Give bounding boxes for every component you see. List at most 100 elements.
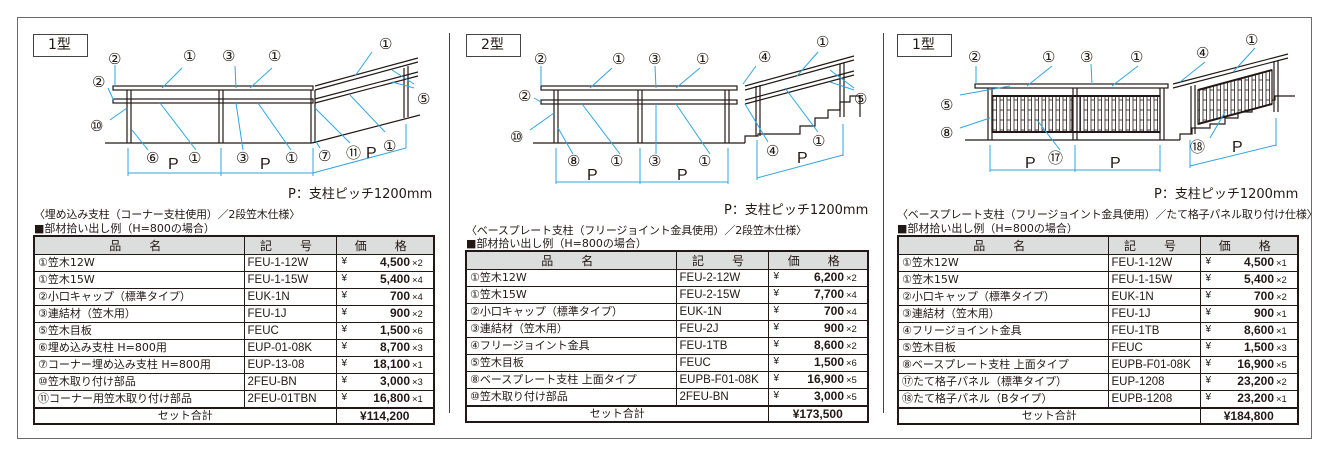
part-code: FEUC: [243, 322, 337, 340]
part-code: EUPB-F01-08K: [1107, 356, 1201, 374]
svg-text:P: P: [1025, 155, 1036, 172]
type-label: 1型: [33, 34, 88, 57]
price-amount: 16,800: [373, 391, 410, 405]
svg-text:⑥: ⑥: [146, 150, 159, 167]
part-price: ¥4,500×1: [1199, 254, 1299, 272]
svg-text:①: ①: [816, 34, 829, 51]
part-price: ¥3,000×3: [335, 373, 435, 391]
part-code: FEU-1-12W: [1107, 254, 1201, 272]
part-code: EUK-1N: [1107, 288, 1201, 306]
part-code: FEU-1-12W: [243, 254, 337, 272]
part-code: 2FEU-BN: [675, 388, 769, 407]
svg-text:③: ③: [648, 153, 661, 170]
svg-text:P: P: [168, 156, 179, 173]
part-name: ①笠木15W: [465, 286, 677, 304]
yen-symbol: ¥: [773, 305, 780, 316]
yen-symbol: ¥: [1205, 392, 1212, 403]
table-row: ②小口キャップ（標準タイプ）EUK-1N¥700×4: [465, 303, 869, 321]
yen-symbol: ¥: [341, 341, 348, 352]
svg-text:①: ①: [812, 133, 825, 150]
price-amount: 23,200: [1237, 391, 1274, 405]
svg-text:③: ③: [1080, 49, 1093, 66]
part-name: ⑱たて格子パネル（Bタイプ）: [897, 390, 1109, 409]
section-caption: 〈ベースプレート支柱（フリージョイント金具使用）／2段笠木仕様〉: [466, 224, 807, 237]
price-amount: 1,500: [1243, 340, 1274, 355]
price-amount: 4,500: [379, 255, 410, 270]
svg-text:⑤: ⑤: [854, 91, 867, 108]
part-code: FEUC: [675, 354, 769, 372]
total-value: ¥173,500: [767, 405, 869, 423]
part-price: ¥3,000×5: [767, 388, 869, 407]
pitch-note: P：支柱ピッチ1200mm: [1154, 187, 1299, 202]
svg-text:P: P: [677, 167, 688, 184]
part-name: ⑤笠木目板: [465, 354, 677, 372]
part-price: ¥900×1: [1199, 305, 1299, 323]
part-name: ⑪コーナー用笠木取り付け部品: [33, 390, 245, 409]
yen-symbol: ¥: [773, 288, 780, 299]
price-amount: 900: [389, 306, 410, 321]
part-name: ①笠木12W: [33, 254, 245, 272]
parts-list-subtitle: ■部材拾い出し例（H=800の場合）: [466, 237, 647, 250]
svg-text:②: ②: [968, 49, 981, 66]
quantity: ×4: [846, 290, 857, 301]
part-price: ¥700×4: [335, 288, 435, 306]
quantity: ×2: [1276, 292, 1287, 303]
price-amount: 4,500: [1243, 255, 1274, 270]
svg-text:②: ②: [534, 51, 547, 68]
table-header-row: 品 名 記 号 価 格: [897, 235, 1299, 255]
table-row: ③連結材（笠木用）FEU-2J¥900×2: [465, 320, 869, 338]
part-name: ①笠木12W: [465, 269, 677, 287]
part-name: ①笠木15W: [897, 271, 1109, 289]
table-row: ⑱たて格子パネル（Bタイプ）EUPB-1208¥23,200×1: [897, 390, 1299, 409]
svg-text:④: ④: [766, 143, 779, 160]
yen-symbol: ¥: [773, 339, 780, 350]
yen-symbol: ¥: [341, 358, 348, 369]
price-amount: 700: [823, 304, 844, 319]
part-code: FEU-2-15W: [675, 286, 769, 304]
svg-text:P: P: [366, 145, 377, 162]
column-header-name: 品 名: [465, 250, 677, 270]
part-code: EUK-1N: [243, 288, 337, 306]
part-price: ¥5,400×4: [335, 271, 435, 289]
column-header-price: 価 格: [1199, 235, 1299, 255]
svg-text:P: P: [797, 150, 808, 167]
part-code: FEU-1-15W: [1107, 271, 1201, 289]
svg-text:①: ①: [698, 153, 711, 170]
total-row: セット合計 ¥184,800: [897, 407, 1299, 425]
quantity: ×1: [412, 360, 423, 371]
svg-text:①: ①: [188, 150, 201, 167]
price-amount: 7,700: [813, 287, 844, 302]
quantity: ×3: [412, 377, 423, 388]
svg-text:①: ①: [285, 150, 298, 167]
outer-frame: [17, 17, 1312, 439]
svg-text:⑤: ⑤: [417, 91, 430, 108]
part-name: ⑤笠木目板: [897, 339, 1109, 357]
quantity: ×4: [412, 292, 423, 303]
part-name: ⑥埋め込み支柱 H=800用: [33, 339, 245, 357]
table-row: ③連結材（笠木用）FEU-1J¥900×2: [33, 305, 435, 323]
svg-text:①: ①: [610, 153, 623, 170]
type-label: 1型: [897, 34, 952, 57]
part-name: ⑤笠木目板: [33, 322, 245, 340]
yen-symbol: ¥: [773, 373, 780, 384]
yen-symbol: ¥: [1205, 341, 1212, 352]
yen-symbol: ¥: [341, 324, 348, 335]
pitch-note: P：支柱ピッチ1200mm: [724, 203, 869, 218]
part-name: ⑧ベースプレート支柱 上面タイプ: [465, 371, 677, 389]
parts-list-subtitle: ■部材拾い出し例（H=800の場合）: [897, 222, 1078, 235]
part-code: EUPB-1208: [1107, 390, 1201, 409]
price-amount: 700: [1253, 289, 1274, 304]
svg-text:③: ③: [236, 150, 249, 167]
part-code: FEU-2J: [675, 320, 769, 338]
part-name: ④フリージョイント金具: [897, 322, 1109, 340]
yen-symbol: ¥: [341, 273, 348, 284]
